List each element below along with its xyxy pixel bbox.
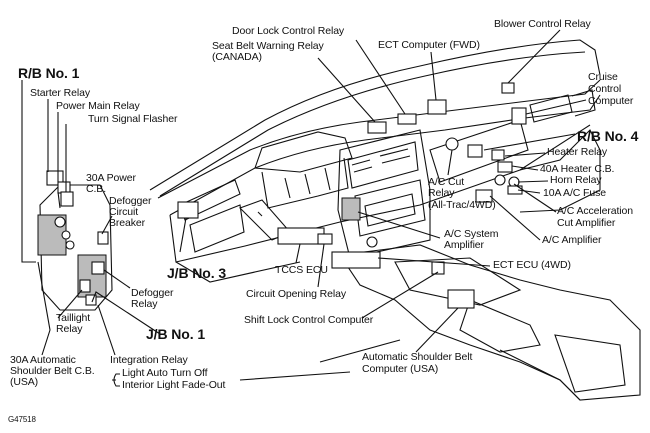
seat-belt-warning-relay-box [367, 121, 387, 134]
auto-belt-cb-label-line3: (USA) [10, 376, 39, 388]
power-cb-30a-label-line1: 30A Power [86, 172, 136, 184]
turn-signal-flasher-box [60, 191, 74, 207]
shift-lock-control-computer-label: Shift Lock Control Computer [244, 314, 374, 326]
taillight-relay-label-line2: Relay [56, 323, 83, 335]
ac-accel-cut-label-line2: Cut Amplifier [557, 217, 616, 229]
heater-cb-box [497, 161, 513, 173]
ac-cut-relay-label-line2: Relay [428, 187, 455, 199]
power-main-relay-box [57, 181, 71, 194]
cruise-control-label-line2: Control [588, 83, 622, 95]
integration-relay-label: Integration Relay [110, 354, 188, 366]
rb4-box [467, 144, 483, 158]
power-cb-30a-label-line2: C.B. [86, 183, 107, 195]
door-lock-relay-box [397, 113, 417, 125]
rb-no4-label: R/B No. 4 [577, 128, 639, 144]
figure-id: G47518 [8, 415, 36, 424]
ac-cut-relay-label-line1: A/C Cut [428, 176, 465, 188]
jb-no1-label: J/B No. 1 [146, 326, 206, 342]
center-stack [337, 129, 431, 259]
auto-belt-cb-label-line1: 30A Automatic [10, 354, 76, 366]
ac-cut-relay-label-line3: (All-Trac/4WD) [428, 199, 496, 211]
ect-computer-box [427, 99, 447, 115]
defogger-cb-label-line2: Circuit [109, 206, 139, 218]
ect-computer-fwd-label: ECT Computer (FWD) [378, 39, 480, 51]
power-main-relay-label: Power Main Relay [56, 100, 140, 112]
instrument-cluster [254, 131, 353, 173]
defogger-cb-box [97, 231, 109, 245]
circuit-opening-relay-box [317, 233, 333, 245]
defogger-cb-label-line1: Defogger [109, 195, 152, 207]
defogger-cb-label-line3: Breaker [109, 217, 146, 229]
ac-accel-cut-label-line1: A/C Acceleration [557, 205, 634, 217]
turn-signal-flasher-label: Turn Signal Flasher [88, 113, 178, 125]
auto-belt-cb-label-line2: Shoulder Belt C.B. [10, 365, 95, 377]
auto-belt-computer-label-line2: Computer (USA) [362, 363, 439, 375]
seat-belt-warning-label-line1: Seat Belt Warning Relay [212, 40, 324, 52]
blower-control-relay-label: Blower Control Relay [494, 18, 591, 30]
heater-relay-label: Heater Relay [547, 146, 608, 158]
tccs-ecu-label: TCCS ECU [275, 264, 328, 276]
horn-relay-label: Horn Relay [550, 174, 602, 186]
jb-no3-label: J/B No. 3 [167, 265, 227, 281]
ac-system-amplifier-box [341, 197, 361, 221]
ac-amplifier-box [475, 189, 493, 203]
auto-belt-computer-label-line1: Automatic Shoulder Belt [362, 351, 473, 363]
auto-belt-computer-box [447, 289, 475, 309]
taillight-relay-label-line1: Taillight [56, 312, 91, 324]
heater-relay-box [491, 149, 505, 161]
jb3-box [177, 201, 199, 219]
defogger-relay-box [91, 261, 105, 275]
rb-no1-label: R/B No. 1 [18, 65, 80, 81]
integration-relay-box [85, 294, 97, 306]
windshield-frame [149, 39, 601, 191]
cruise-control-label-line3: Computer [588, 95, 634, 107]
circuit-opening-relay-label: Circuit Opening Relay [246, 288, 347, 300]
interior-light-fade-out-label: Interior Light Fade-Out [122, 379, 226, 391]
glovebox [429, 119, 529, 183]
ect-ecu-box [331, 251, 381, 269]
ac-system-amp-label-line1: A/C System [444, 228, 499, 240]
floor-console [339, 244, 641, 401]
taillight-relay-box [79, 279, 91, 293]
blower-relay-box [501, 82, 515, 94]
seat-belt-warning-label-line2: (CANADA) [212, 51, 262, 63]
tccs-ecu-box [277, 227, 325, 245]
cruise-control-label-line1: Cruise [588, 71, 618, 83]
cruise-computer-box [511, 107, 527, 125]
defogger-relay-label-line2: Relay [131, 298, 158, 310]
ac-fuse-10a-label: 10A A/C Fuse [543, 187, 607, 199]
ect-ecu-4wd-label: ECT ECU (4WD) [493, 259, 571, 271]
starter-relay-label: Starter Relay [30, 87, 90, 99]
defogger-relay-label-line1: Defogger [131, 287, 174, 299]
ac-amplifier-label: A/C Amplifier [542, 234, 602, 246]
ac-system-amp-label-line2: Amplifier [444, 239, 484, 251]
light-auto-turn-off-label: Light Auto Turn Off [122, 367, 208, 379]
door-lock-control-relay-label: Door Lock Control Relay [232, 25, 345, 37]
ac-cut-relay-part [445, 137, 459, 151]
heater-cb-40a-label: 40A Heater C.B. [540, 163, 615, 175]
